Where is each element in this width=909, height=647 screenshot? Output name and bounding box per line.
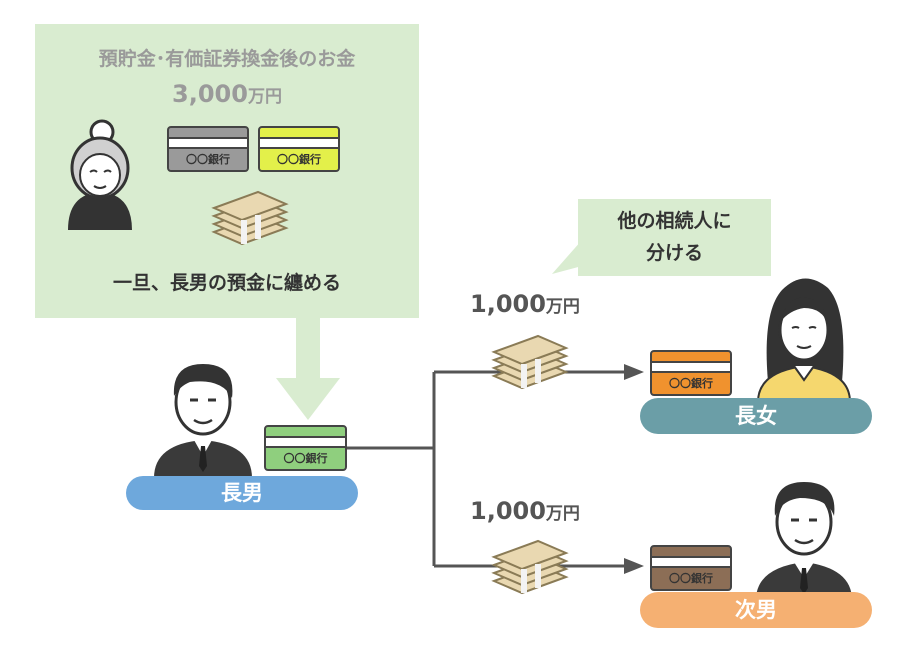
info-title: 預貯金･有価証券換金後のお金	[98, 48, 356, 70]
down-arrow-icon	[276, 318, 340, 420]
transfer-amount-daughter: 1,000万円	[470, 290, 580, 318]
info-amount: 3,000万円	[35, 80, 419, 108]
callout-text: 他の相続人に 分ける	[578, 205, 771, 269]
transfer-amount-value: 1,000	[470, 290, 546, 318]
bank-card-label: 〇〇銀行	[669, 572, 713, 585]
eldest-son-icon	[154, 364, 252, 478]
bank-card-label: 〇〇銀行	[669, 377, 713, 390]
info-amount-unit: 万円	[247, 87, 282, 107]
bank-card-label: 〇〇銀行	[283, 452, 328, 465]
second-son-label: 次男	[640, 592, 872, 628]
callout-line-2: 分ける	[645, 242, 703, 264]
eldest-son-label: 長男	[126, 476, 358, 510]
transfer-amount-unit: 万円	[545, 297, 580, 317]
money-stack-icon	[211, 190, 289, 246]
transfer-amount-unit: 万円	[545, 504, 580, 524]
transfer-amount-second-son: 1,000万円	[470, 497, 580, 525]
bank-card-gray: 〇〇銀行	[167, 126, 249, 172]
grandmother-icon	[68, 119, 132, 230]
bank-card-label: 〇〇銀行	[277, 153, 321, 166]
money-stack-icon	[491, 334, 569, 390]
info-note: 一旦、長男の預金に纏める	[112, 272, 341, 294]
callout-line-1: 他の相続人に	[617, 210, 732, 232]
callout-tail	[552, 240, 582, 274]
money-stack-icon	[491, 539, 569, 595]
bank-card-label: 〇〇銀行	[186, 153, 230, 166]
bank-card-yellow: 〇〇銀行	[258, 126, 340, 172]
bank-card-orange: 〇〇銀行	[650, 350, 732, 396]
eldest-daughter-label: 長女	[640, 398, 872, 434]
info-amount-value: 3,000	[172, 80, 248, 108]
eldest-daughter-icon	[756, 278, 852, 402]
bank-card-brown: 〇〇銀行	[650, 545, 732, 591]
second-son-icon	[756, 482, 852, 600]
transfer-amount-value: 1,000	[470, 497, 546, 525]
bank-card-green: 〇〇銀行	[264, 425, 347, 471]
distribute-callout	[578, 199, 771, 276]
